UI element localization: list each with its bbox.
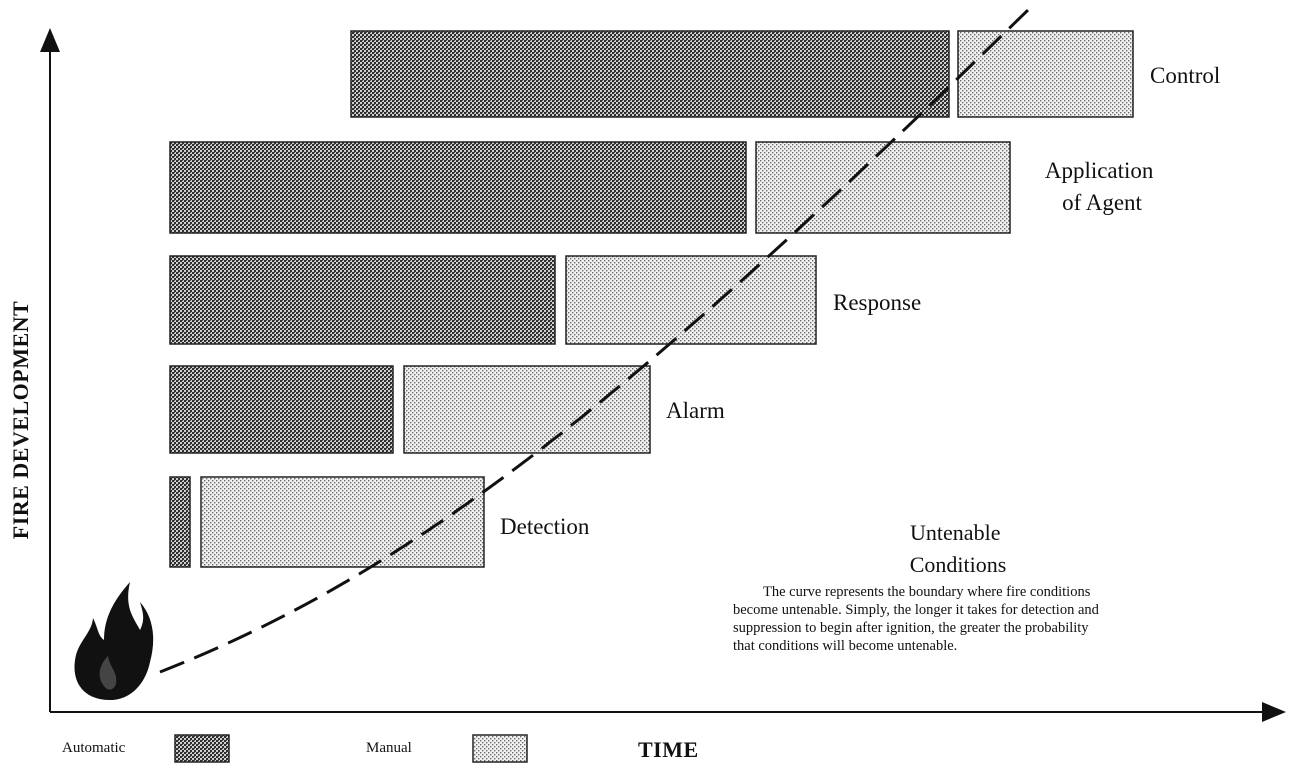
detection-automatic-bar <box>169 476 191 568</box>
alarm-automatic-bar <box>169 365 394 454</box>
control-automatic-bar <box>350 30 950 118</box>
note-title: Untenable Conditions <box>910 520 1007 577</box>
legend-automatic-label: Automatic <box>62 740 126 756</box>
stage-label-response: Response <box>833 290 921 315</box>
control-manual-bar <box>957 30 1134 118</box>
legend-manual-swatch <box>472 734 528 763</box>
untenable-boundary-curve <box>159 6 1032 674</box>
stage-label-application-of-agent: Application of Agent <box>1045 158 1159 215</box>
legend-automatic-swatch <box>174 734 230 763</box>
stage-label-control: Control <box>1150 63 1220 88</box>
response-automatic-bar <box>169 255 556 345</box>
response-manual-bar <box>565 255 817 345</box>
fire-icon <box>74 582 154 700</box>
detection-manual-bar <box>200 476 485 568</box>
legend-manual-label: Manual <box>366 740 412 756</box>
stage-label-detection: Detection <box>500 514 590 539</box>
x-axis-label: TIME <box>638 737 699 762</box>
alarm-manual-bar <box>403 365 651 454</box>
note-body: The curve represents the boundary where … <box>733 584 1103 654</box>
application-automatic-bar <box>169 141 747 234</box>
y-axis-label: FIRE DEVELOPMENT <box>8 301 33 539</box>
application-manual-bar <box>755 141 1011 234</box>
stage-label-alarm: Alarm <box>666 398 725 423</box>
